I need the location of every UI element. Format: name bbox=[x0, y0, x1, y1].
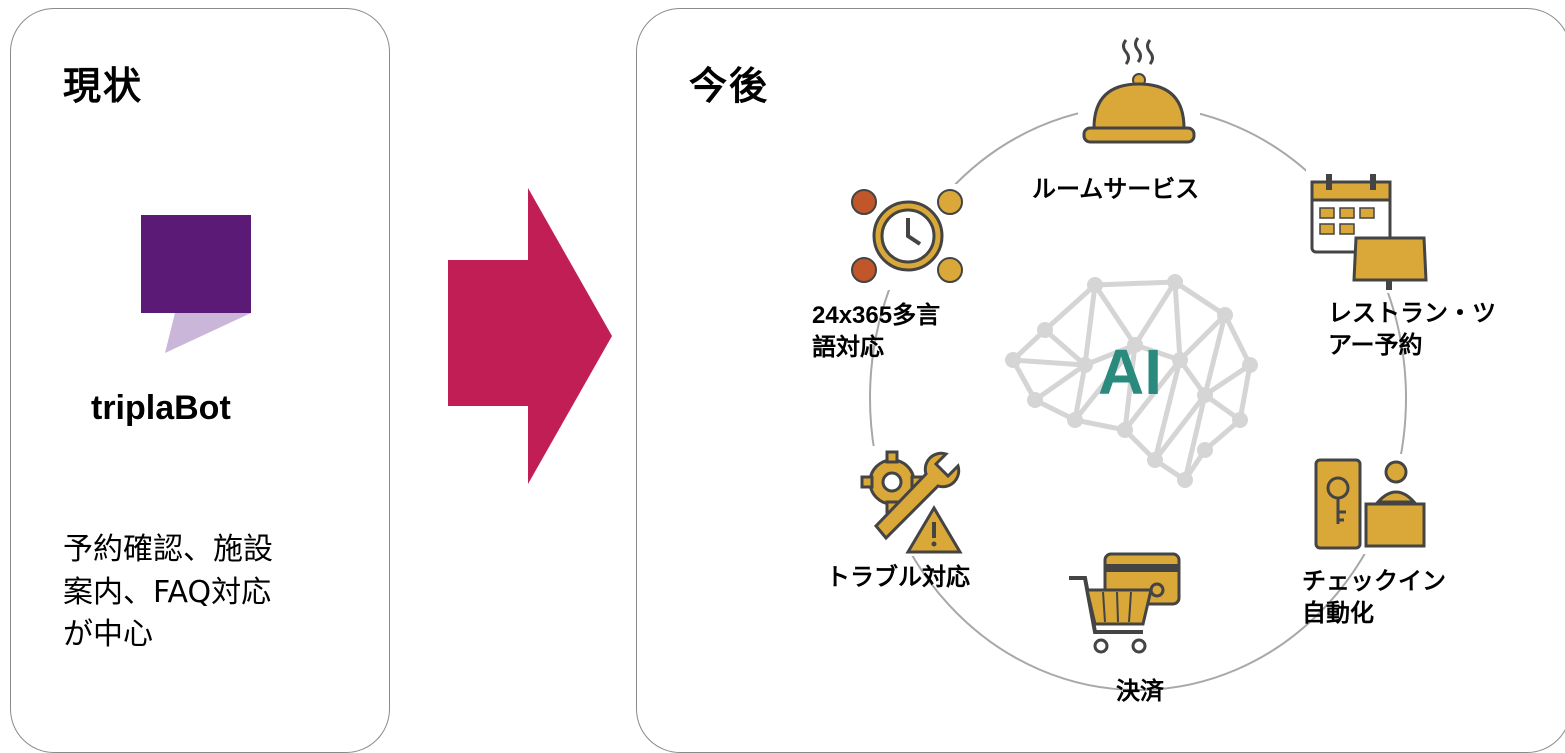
feature-checkin: チェックイン 自動化 bbox=[1302, 568, 1446, 628]
feature-multilingual: 24x365多言 語対応 bbox=[812, 302, 941, 362]
calendar-dining-icon bbox=[1306, 168, 1431, 293]
current-description: 予約確認、施設 案内、FAQ対応 が中心 bbox=[63, 532, 273, 653]
cloche-icon bbox=[1078, 32, 1200, 152]
ai-center-label: AI bbox=[1098, 336, 1162, 408]
current-state-title: 現状 bbox=[63, 64, 144, 108]
checkin-desk-icon bbox=[1312, 454, 1427, 554]
feature-room-service: ルームサービス bbox=[1032, 176, 1200, 203]
feature-trouble: トラブル対応 bbox=[826, 564, 970, 591]
feature-payment: 決済 bbox=[1116, 678, 1164, 705]
brain-network-icon bbox=[1005, 274, 1258, 488]
future-state-title: 今後 bbox=[689, 64, 770, 108]
feature-restaurant-tour: レストラン・ツ アー予約 bbox=[1328, 300, 1496, 360]
shopping-cart-card-icon bbox=[1065, 548, 1185, 658]
current-state-panel: 現状 triplaBot 予約確認、施設 案内、FAQ対応 が中心 bbox=[10, 8, 390, 753]
gear-wrench-warning-icon bbox=[856, 446, 966, 556]
clock-language-icon bbox=[846, 184, 970, 290]
tripla-bot-logo-icon bbox=[141, 215, 251, 353]
bot-name: triplaBot bbox=[91, 389, 231, 427]
transition-arrow-icon bbox=[448, 188, 612, 484]
